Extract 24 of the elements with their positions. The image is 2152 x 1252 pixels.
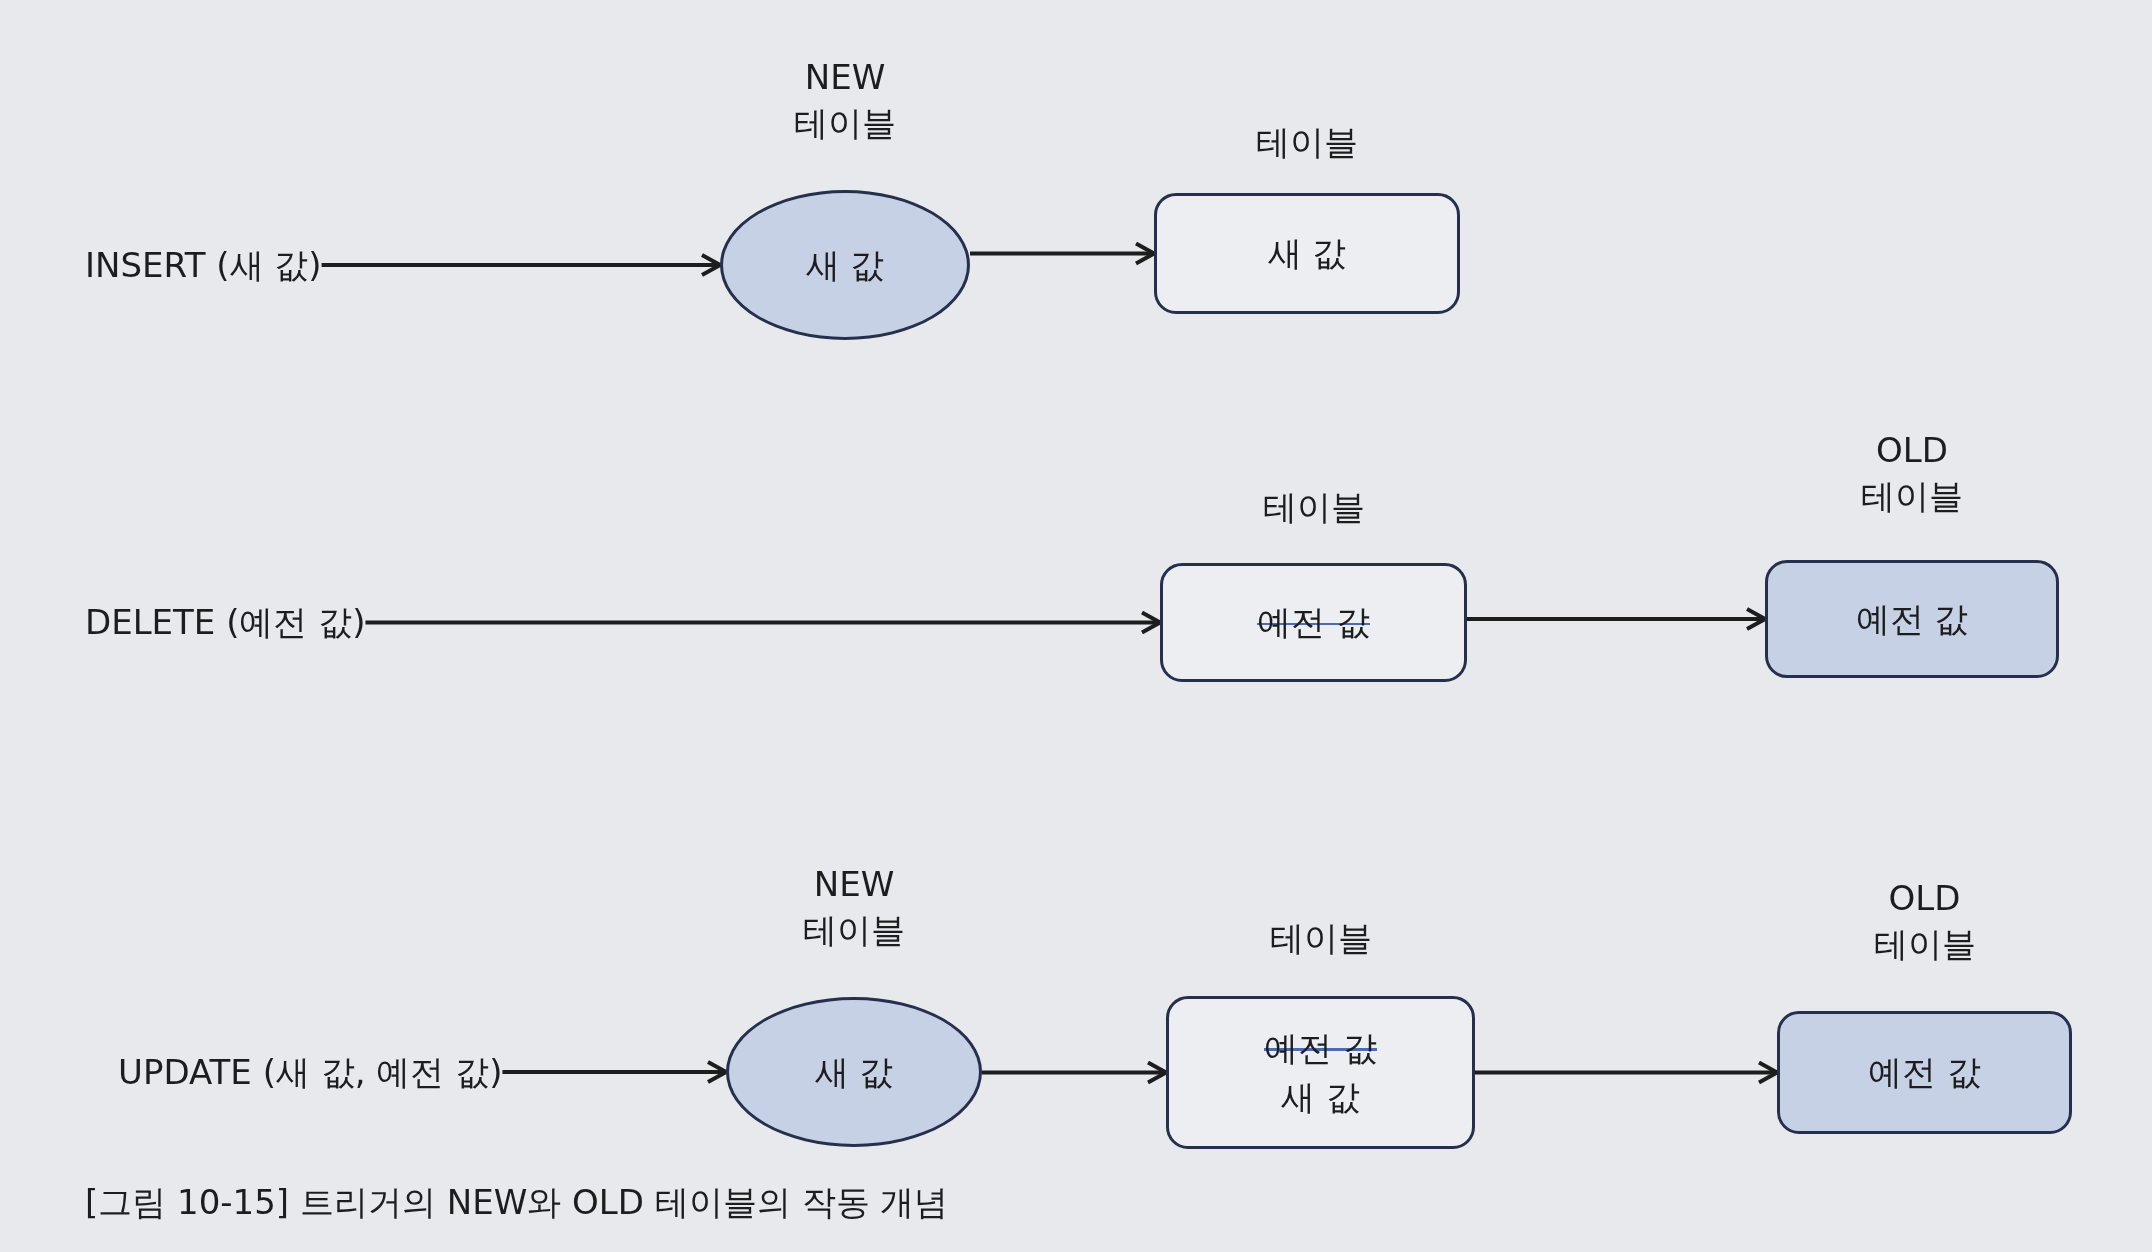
- value-text: 새 값: [1281, 1075, 1360, 1119]
- table-heading: 테이블: [1256, 121, 1358, 164]
- arrow: [982, 1060, 1168, 1085]
- arrow: [365, 610, 1162, 635]
- value-text: 예전 값: [1868, 1051, 1981, 1095]
- operation-label: DELETE (예전 값): [85, 600, 366, 645]
- table-heading: NEW 테이블: [803, 863, 905, 952]
- value-text: 새 값: [814, 1050, 894, 1094]
- arrow: [321, 253, 722, 277]
- table-heading: 테이블: [1269, 917, 1372, 960]
- arrow: [1467, 607, 1767, 631]
- table-heading: OLD 테이블: [1861, 429, 1963, 518]
- table-heading: NEW 테이블: [794, 56, 896, 145]
- arrow: [502, 1060, 728, 1084]
- table-heading: 테이블: [1262, 486, 1365, 529]
- arrow: [970, 241, 1156, 266]
- value-text: 예전 값: [1855, 597, 1969, 641]
- table-heading: OLD 테이블: [1873, 877, 1976, 966]
- value-text: 새 값: [805, 243, 885, 287]
- operation-label: INSERT (새 값): [85, 243, 322, 288]
- figure-caption: [그림 10-15] 트리거의 NEW와 OLD 테이블의 작동 개념: [85, 1181, 949, 1224]
- value-text: 새 값: [1267, 232, 1347, 276]
- arrow: [1475, 1060, 1779, 1085]
- operation-label: UPDATE (새 값, 예전 값): [118, 1050, 503, 1095]
